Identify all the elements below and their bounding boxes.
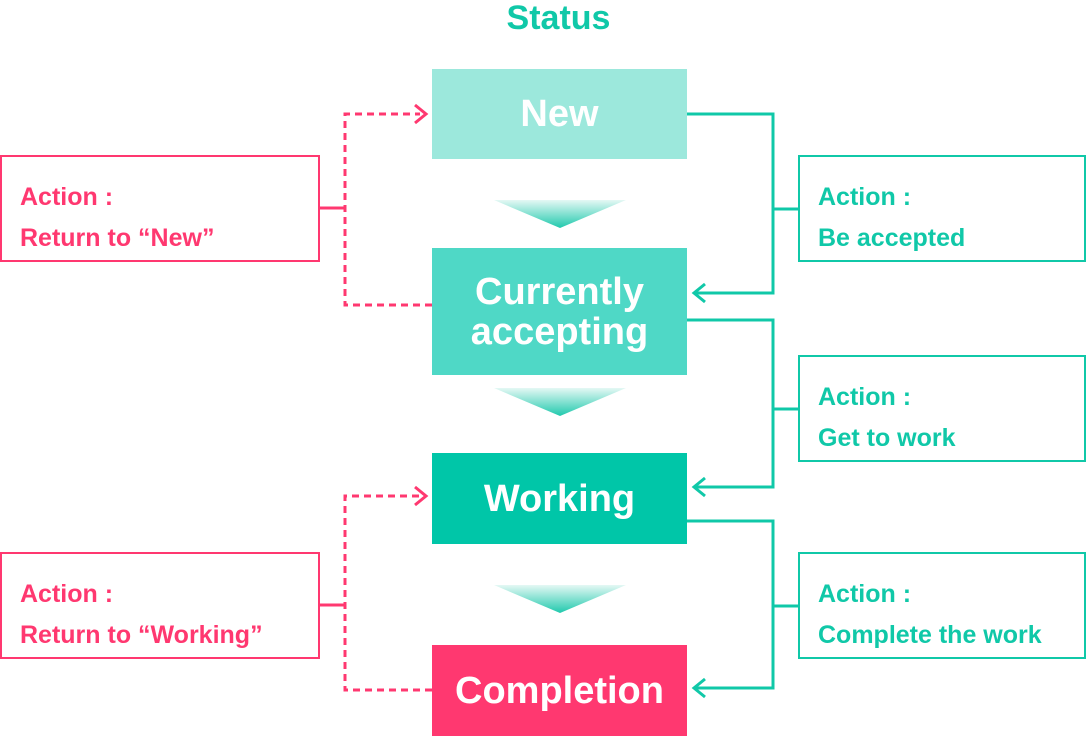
- flow-chevron-1: [494, 200, 626, 228]
- status-new: New: [432, 69, 687, 159]
- action-complete-work: Action : Complete the work: [798, 552, 1086, 659]
- arrowhead-to-working-return: [414, 485, 429, 507]
- flow-chevron-3: [494, 585, 626, 613]
- action-get-to-work: Action : Get to work: [798, 355, 1086, 462]
- status-accepting-line2: accepting: [470, 310, 649, 353]
- action-return-working-prefix: Action :: [20, 580, 114, 608]
- status-completion-label: Completion: [455, 669, 664, 712]
- arrowhead-to-completion: [691, 677, 706, 699]
- connector-completion-return-working: [343, 494, 432, 692]
- status-working: Working: [432, 453, 687, 544]
- arrowhead-to-accepting: [691, 282, 706, 304]
- page-title: Status: [506, 0, 611, 37]
- status-accepting-line1: Currently: [475, 270, 644, 313]
- action-return-new: Action : Return to “New”: [0, 155, 320, 262]
- arrowhead-to-new: [414, 103, 429, 125]
- action-complete-work-prefix: Action :: [818, 580, 912, 608]
- action-be-accepted: Action : Be accepted: [798, 155, 1086, 262]
- flow-chevron-2: [494, 388, 626, 416]
- connector-new-to-accepting: [687, 112, 775, 295]
- status-completion: Completion: [432, 645, 687, 736]
- action-be-accepted-text: Be accepted: [818, 224, 966, 252]
- status-currently-accepting: Currently accepting: [432, 248, 687, 375]
- action-get-to-work-text: Get to work: [818, 424, 956, 452]
- status-working-label: Working: [483, 477, 636, 520]
- connector-accepting-to-working: [687, 318, 775, 489]
- action-return-working-text: Return to “Working”: [20, 621, 263, 649]
- action-return-working: Action : Return to “Working”: [0, 552, 320, 659]
- connector-working-to-completion: [687, 519, 775, 690]
- connector-accepting-return-new: [343, 112, 432, 307]
- action-get-to-work-prefix: Action :: [818, 383, 912, 411]
- action-be-accepted-prefix: Action :: [818, 183, 912, 211]
- arrowhead-to-working: [691, 476, 706, 498]
- action-return-new-prefix: Action :: [20, 183, 114, 211]
- action-return-new-text: Return to “New”: [20, 224, 215, 252]
- status-new-label: New: [520, 93, 599, 135]
- action-complete-work-text: Complete the work: [818, 621, 1042, 649]
